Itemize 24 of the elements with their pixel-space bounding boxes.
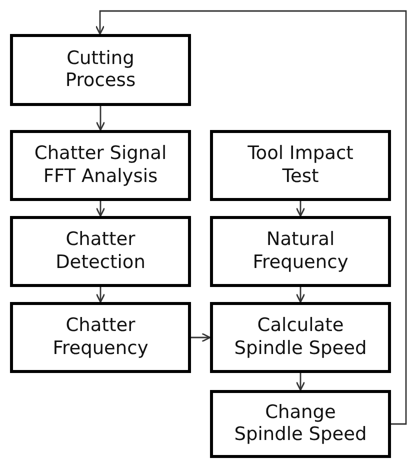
box-label: Tool Impact Test [246, 143, 354, 188]
box-label: Chatter Detection [54, 229, 146, 274]
box-label: Change Spindle Speed [233, 402, 368, 446]
process-box [10, 34, 191, 106]
arrow [95, 10, 407, 425]
box-label: Chatter Frequency [52, 315, 150, 360]
process-box [10, 130, 191, 201]
arrow [96, 106, 106, 131]
arrow [191, 332, 211, 342]
box-label: Chatter Signal FFT Analysis [33, 143, 168, 188]
arrow [296, 201, 306, 217]
arrow [96, 201, 106, 217]
box-label: Cutting Process [64, 48, 137, 92]
box-label: Natural Frequency [252, 229, 350, 274]
box-label: Calculate Spindle Speed [233, 315, 368, 360]
arrow [296, 373, 306, 391]
process-box [210, 216, 391, 287]
arrow [296, 287, 306, 303]
process-box [210, 390, 391, 458]
process-box [210, 302, 391, 373]
arrow [96, 287, 106, 303]
process-box [210, 130, 391, 201]
process-box [10, 216, 191, 287]
process-box [10, 302, 191, 373]
